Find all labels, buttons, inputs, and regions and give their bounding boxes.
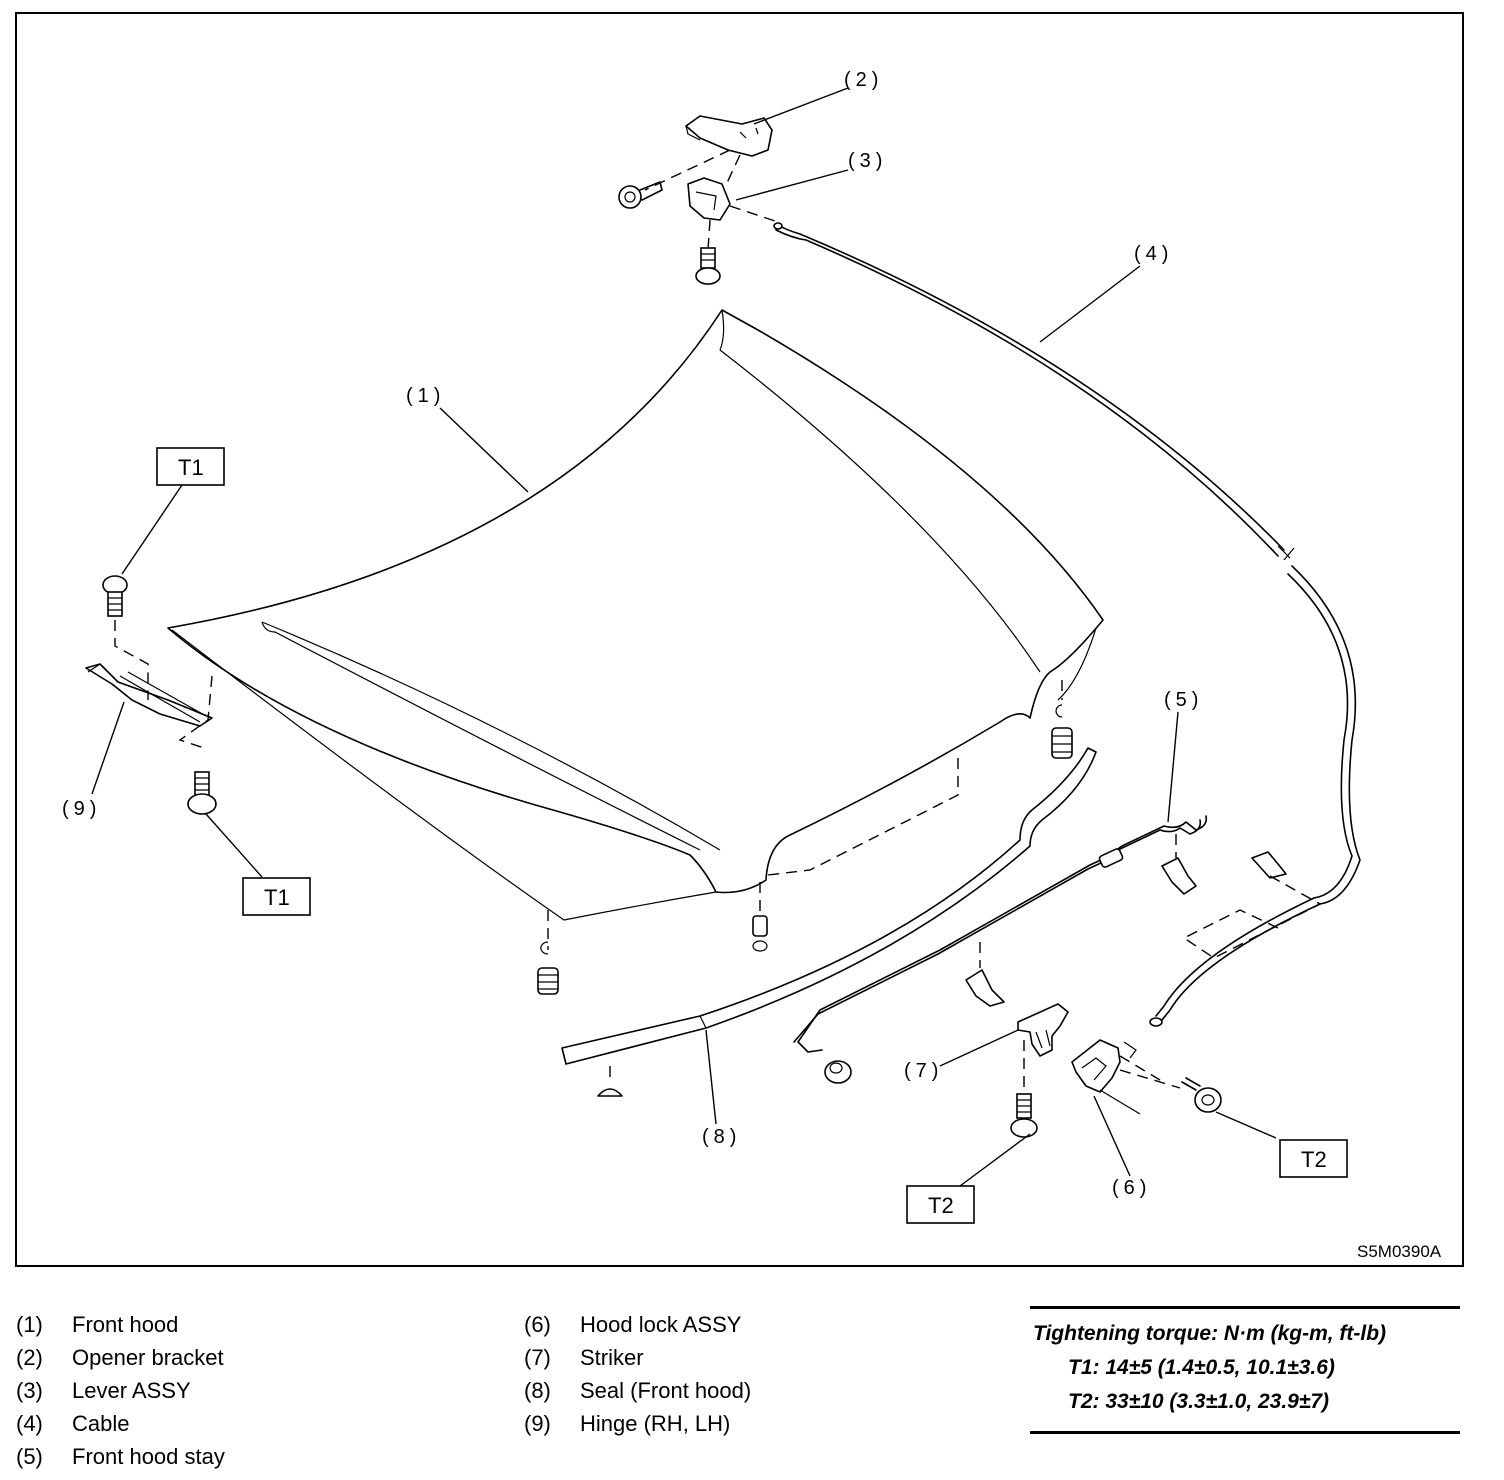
torque-title: Tightening torque: N·m (kg-m, ft-lb) (1033, 1322, 1387, 1345)
diagram-frame (15, 12, 1464, 1267)
legend-item: (6) Hood lock ASSY (524, 1308, 751, 1341)
bolt-hinge-top (102, 575, 128, 617)
callout-3: (3) (848, 150, 887, 172)
legend-number: (9) (524, 1410, 551, 1436)
legend-number: (6) (524, 1311, 551, 1337)
legend-number: (2) (16, 1344, 43, 1370)
legend-item: (7) Striker (524, 1341, 751, 1374)
opener-bracket (685, 115, 773, 157)
torque-tag-label: T2 (1301, 1147, 1327, 1172)
legend-right-column: (6) Hood lock ASSY (7) Striker (8) Seal (Fr… (524, 1308, 751, 1440)
bolt-striker (1010, 1093, 1038, 1138)
legend-label: Lever ASSY (72, 1377, 191, 1403)
legend-label: Cable (72, 1410, 130, 1436)
legend-number: (4) (16, 1410, 43, 1436)
front-hood-stay (793, 815, 1322, 1084)
exploded-parts-diagram: (2) (3) (4) (1) (5) (9) (7) (8) (6) T1 T… (62, 69, 1442, 1261)
screw-top (618, 181, 663, 209)
torque-tag-t1-bottom: T1 (242, 877, 311, 916)
legend-number: (3) (16, 1377, 43, 1403)
cable (773, 222, 1361, 1027)
legend-label: Hinge (RH, LH) (580, 1410, 731, 1436)
legend-left-column: (1) Front hood (2) Opener bracket (3) Lever… (16, 1308, 225, 1473)
leader-lines (91, 87, 1277, 1187)
legend-label: Front hood (72, 1311, 179, 1337)
callout-5: (5) (1164, 689, 1203, 711)
grommet (824, 1060, 852, 1084)
figure-code: S5M0390A (1357, 1242, 1442, 1261)
callout-8: (8) (702, 1126, 741, 1148)
torque-spec-t1: T1: 14±5 (1.4±0.5, 10.1±3.6) (1068, 1356, 1335, 1379)
striker (1010, 1003, 1069, 1138)
legend-number: (1) (16, 1311, 43, 1337)
legend-item: (2) Opener bracket (16, 1341, 225, 1374)
torque-tag-label: T2 (928, 1193, 954, 1218)
legend-label: Seal (Front hood) (580, 1377, 752, 1403)
torque-tag-t2-right: T2 (1279, 1139, 1348, 1178)
legend-item: (8) Seal (Front hood) (524, 1374, 751, 1407)
legend-item: (5) Front hood stay (16, 1440, 225, 1473)
callout-7: (7) (904, 1060, 943, 1082)
hood-lock-assy (1071, 1039, 1222, 1115)
torque-tag-label: T1 (178, 455, 204, 480)
legend-label: Opener bracket (72, 1344, 224, 1370)
bolt-lever (695, 247, 721, 285)
legend-label: Striker (580, 1344, 644, 1370)
legend-item: (3) Lever ASSY (16, 1374, 225, 1407)
callout-1: (1) (406, 385, 445, 407)
callout-9: (9) (62, 798, 101, 820)
torque-tag-t1-top: T1 (156, 447, 225, 486)
front-hood (167, 309, 1104, 921)
callout-6: (6) (1112, 1177, 1151, 1199)
legend-item: (9) Hinge (RH, LH) (524, 1407, 751, 1440)
bolt-lock (1181, 1077, 1222, 1113)
callout-4: (4) (1134, 243, 1173, 265)
legend-label: Hood lock ASSY (580, 1311, 742, 1337)
torque-tag-label: T1 (264, 885, 290, 910)
torque-tag-t2-left: T2 (906, 1185, 975, 1224)
hood-bumpers (537, 680, 1073, 995)
legend-number: (8) (524, 1377, 551, 1403)
legend-label: Front hood stay (72, 1443, 225, 1469)
callout-2: (2) (844, 69, 883, 91)
legend-number: (5) (16, 1443, 43, 1469)
legend-item: (1) Front hood (16, 1308, 225, 1341)
legend-item: (4) Cable (16, 1407, 225, 1440)
tightening-torque-table: Tightening torque: N·m (kg-m, ft-lb) T1:… (1030, 1306, 1460, 1434)
bolt-hinge-bottom (187, 771, 217, 815)
front-hood-seal (561, 747, 1097, 1097)
lever-assy (618, 149, 779, 285)
torque-spec-t2: T2: 33±10 (3.3±1.0, 23.9±7) (1068, 1390, 1330, 1413)
hinge (85, 575, 217, 815)
legend-number: (7) (524, 1344, 551, 1370)
